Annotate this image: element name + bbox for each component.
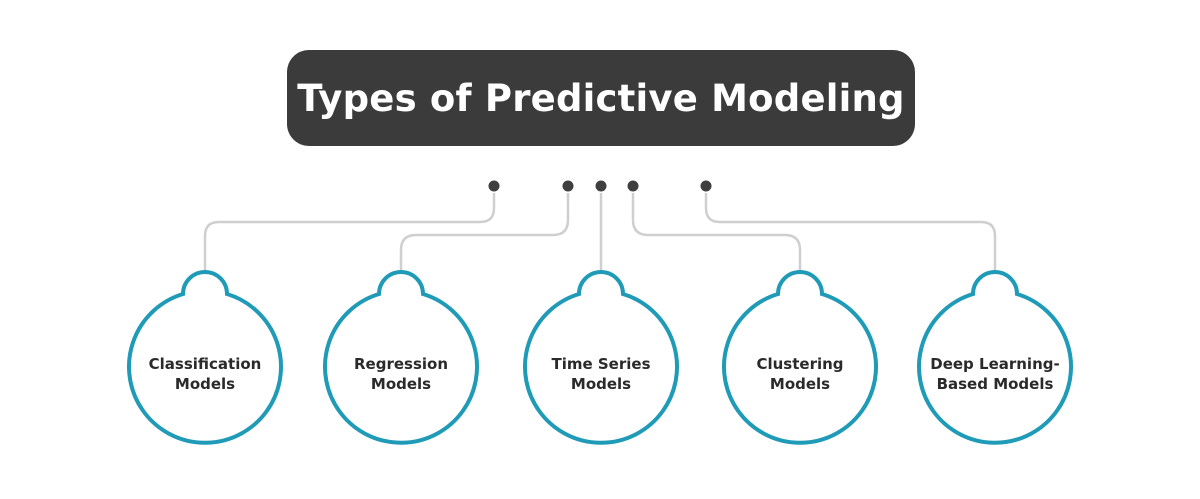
connector-classification	[203, 186, 496, 270]
node-label-line: Clustering	[756, 355, 844, 373]
connection-dot	[700, 180, 712, 192]
node-circle-time-series	[523, 270, 679, 445]
node-shapes	[127, 270, 1073, 445]
node-label-line: Models	[769, 375, 831, 393]
node-label-line: Deep Learning-	[930, 355, 1060, 373]
connector-regression	[399, 186, 570, 270]
node-label-classification: Classification Models	[130, 354, 280, 394]
connector-clustering	[631, 186, 802, 270]
node-label-line: Based Models	[936, 375, 1054, 393]
connection-dot	[595, 180, 607, 192]
node-label-line: Models	[370, 375, 432, 393]
node-circle-clustering	[722, 270, 878, 445]
node-label-line: Time Series	[551, 355, 651, 373]
title-banner: Types of Predictive Modeling	[287, 50, 915, 146]
node-circle-regression	[323, 270, 479, 445]
connection-dot	[627, 180, 639, 192]
node-label-regression: Regression Models	[326, 354, 476, 394]
node-label-line: Models	[174, 375, 236, 393]
node-label-time-series: Time Series Models	[526, 354, 676, 394]
node-label-clustering: Clustering Models	[725, 354, 875, 394]
node-label-line: Models	[570, 375, 632, 393]
node-circle-deep-learning	[917, 270, 1073, 445]
connector-deep-learning	[704, 186, 997, 270]
connection-dots	[487, 179, 713, 193]
connection-dot	[562, 180, 574, 192]
connection-dot	[488, 180, 500, 192]
node-label-line: Classification	[148, 355, 262, 373]
diagram-title: Types of Predictive Modeling	[297, 76, 905, 120]
node-label-deep-learning: Deep Learning- Based Models	[920, 354, 1070, 394]
node-circle-classification	[127, 270, 283, 445]
node-label-line: Regression	[353, 355, 448, 373]
